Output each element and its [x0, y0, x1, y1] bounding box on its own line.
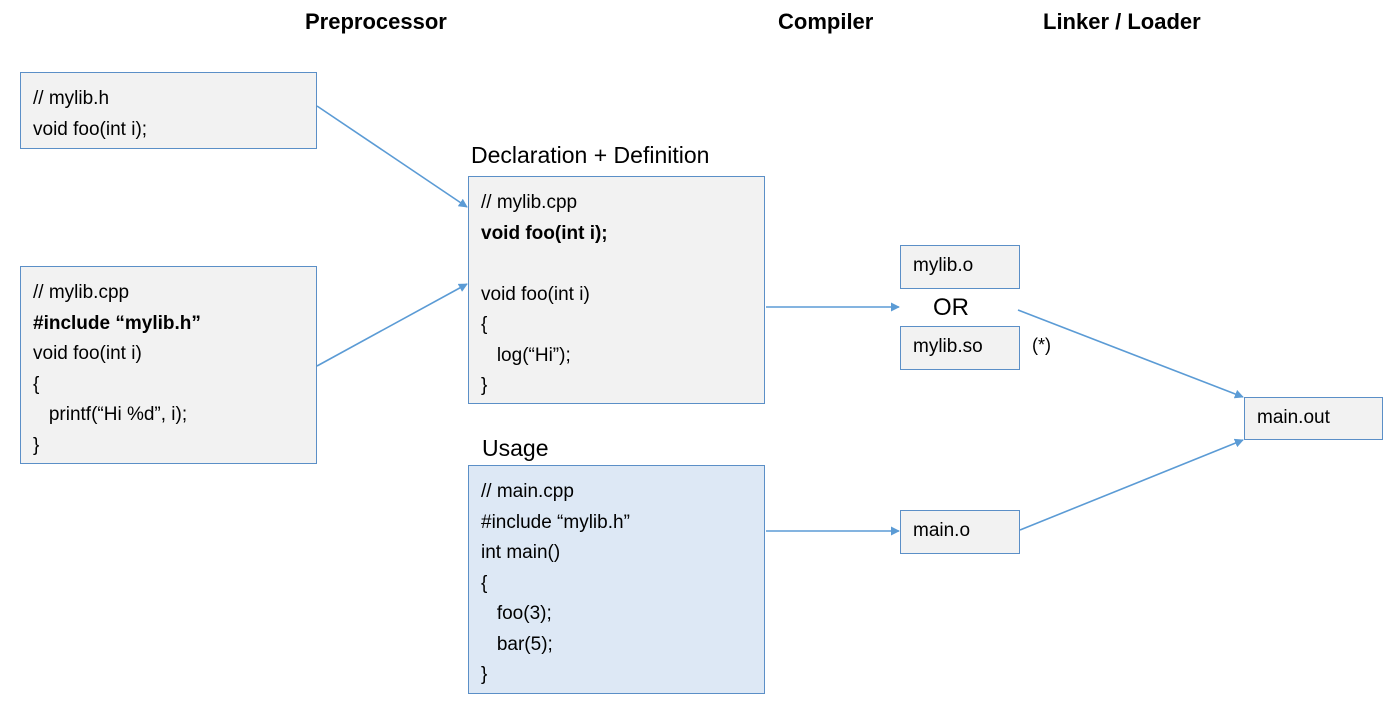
mylib-so-box: mylib.so: [900, 326, 1020, 370]
arrow-lib-to-main-out: [1017, 309, 1244, 399]
code-line: log(“Hi”);: [481, 344, 571, 366]
code-line: void foo(int i);: [481, 222, 608, 244]
code-line: }: [33, 434, 40, 456]
mylib-h-box: // mylib.h void foo(int i);: [20, 72, 317, 149]
compiler-heading: Compiler: [778, 9, 874, 34]
mylib-o-box: mylib.o: [900, 245, 1020, 289]
code-line: // mylib.cpp: [33, 282, 130, 303]
code-line: void foo(int i): [33, 343, 142, 364]
arrow-source-to-decl: [316, 283, 468, 367]
code-line: foo(3);: [481, 603, 552, 624]
code-line: bar(5);: [481, 633, 553, 655]
usage-caption: Usage: [482, 435, 549, 461]
main-cpp-box: // main.cpp #include “mylib.h” int main() {…: [468, 465, 765, 694]
mylib-cpp-source-box: // mylib.cpp #include “mylib.h” void foo(i…: [20, 266, 317, 464]
code-line: #include “mylib.h”: [481, 511, 630, 533]
main-o-box: main.o: [900, 510, 1020, 554]
code-line: void foo(int i);: [33, 118, 148, 140]
shared-lib-note: (*): [1032, 335, 1051, 355]
or-label: OR: [933, 294, 969, 321]
code-line: // main.cpp: [481, 481, 574, 502]
mylib-cpp-preprocessed-box: // mylib.cpp void foo(int i); void foo(int…: [468, 176, 765, 404]
code-line: {: [33, 373, 40, 395]
code-line: void foo(int i): [481, 283, 590, 305]
code-line: // mylib.h: [33, 88, 110, 109]
main-out-box: main.out: [1244, 397, 1383, 440]
code-line: {: [481, 314, 488, 335]
code-line: }: [481, 664, 488, 685]
preprocessor-heading: Preprocessor: [305, 9, 447, 34]
code-line: printf(“Hi %d”, i);: [33, 404, 188, 425]
arrow-header-to-decl: [316, 105, 468, 208]
code-line: // mylib.cpp: [481, 192, 578, 213]
arrow-main-o-to-main-out: [1019, 438, 1244, 531]
decl-def-caption: Declaration + Definition: [471, 142, 710, 168]
code-line: int main(): [481, 542, 561, 563]
code-line: #include “mylib.h”: [33, 312, 201, 334]
code-line: {: [481, 572, 488, 594]
linker-heading: Linker / Loader: [1043, 9, 1201, 34]
code-line: }: [481, 375, 488, 396]
